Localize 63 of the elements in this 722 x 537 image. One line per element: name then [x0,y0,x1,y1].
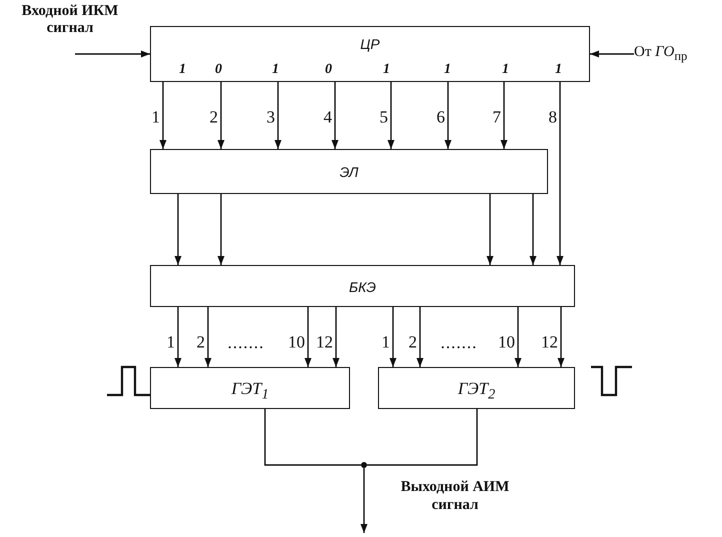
junction-dot [361,462,367,468]
bit-value: 1 [502,63,509,77]
edge-label: 12 [541,334,558,350]
output-label: Выходной АИМ сигнал [400,478,510,514]
edge-label: 5 [380,108,388,126]
arrow [556,82,564,265]
edge-label: 10 [288,334,305,350]
arrow [514,307,522,367]
edge-label: 2 [408,334,417,350]
block-title: ЦР [360,37,380,51]
block-box [378,367,575,409]
block-box [150,26,590,82]
arrow [160,82,166,149]
bit-value: 1 [179,63,186,77]
arrow [360,468,368,533]
edge-label: 12 [316,334,333,350]
arrow [332,307,340,367]
signal-label: От ГО$_{пр}$ [634,44,722,64]
bit-value: 1 [272,63,279,77]
block-box [150,149,548,194]
edge-label: 3 [266,108,275,126]
ellipsis-label: ....... [226,333,266,354]
edge-label: 10 [498,334,515,350]
arrow [500,82,508,149]
block-box [150,367,350,409]
arrow [218,194,224,265]
bit-value: 0 [215,63,222,77]
arrow [218,82,224,149]
bit-value: 1 [444,63,451,77]
block-title: ГЭТ$_{2}$ [458,380,496,402]
arrow [486,194,494,265]
arrow [590,50,634,58]
arrow [390,307,396,367]
arrow [174,307,182,367]
edge-label: 1 [152,108,160,126]
bit-value: 0 [325,63,332,77]
bit-value: 1 [383,63,390,77]
edge-label: 2 [196,334,205,350]
signal-label: Входной ИКМ сигнал [5,3,135,54]
arrow [530,194,536,265]
edge-label: 8 [548,108,557,126]
arrow [174,194,182,265]
arrow [75,50,150,58]
edge-label: 1 [382,334,390,350]
arrow [388,82,394,149]
arrow [274,82,282,149]
edge-label: 4 [324,108,332,126]
ellipsis-label: ....... [440,333,478,354]
block-box [150,265,575,307]
edge-label: 6 [436,108,445,126]
arrow [558,307,564,367]
block-title: БКЭ [349,280,376,294]
arrow [416,307,424,367]
edge-label: 7 [492,108,501,126]
block-title: ЭЛ [340,165,358,179]
arrow [304,307,312,367]
block-title: ГЭТ$_{1}$ [231,380,269,402]
edge-label: 1 [166,334,175,350]
bit-value: 1 [555,63,562,77]
arrow [332,82,338,149]
edge-label: 2 [210,108,218,126]
arrow [204,307,212,367]
arrow [444,82,452,149]
